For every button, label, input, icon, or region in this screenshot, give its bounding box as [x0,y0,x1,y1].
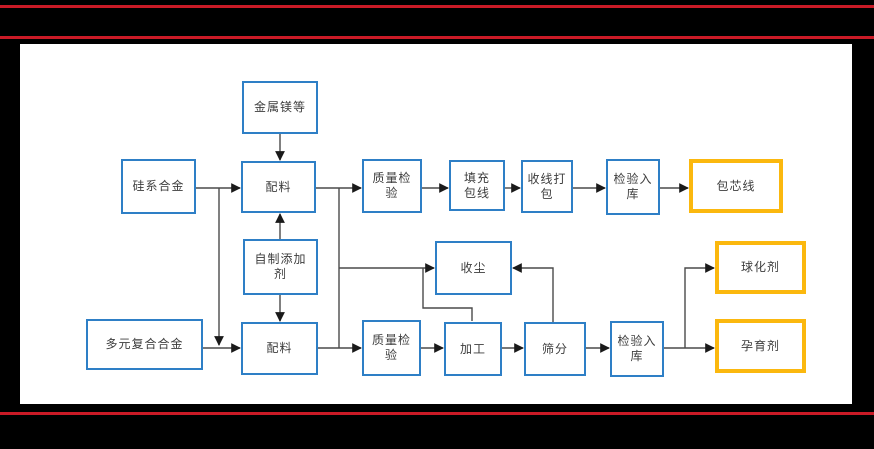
edge-layer [196,134,715,353]
node-label: 多元复合合金 [105,337,184,351]
red-rule-middle [0,36,874,39]
node-label: 自制添加 剂 [254,252,307,281]
node-label: 金属镁等 [253,100,306,114]
edge-screening-to-dust [512,263,554,323]
node-label: 填充 包线 [463,170,490,200]
node-label: 质量检 验 [371,333,411,362]
node-screening: 筛分 [524,322,586,376]
node-nodularizer-product: 球化剂 [715,241,806,294]
edge-processing-to-dust-line [422,268,473,321]
node-quality-inspection-top: 质量检 验 [362,159,422,213]
node-label: 筛分 [541,341,568,356]
node-filling-wrapping: 填充 包线 [449,160,505,211]
node-label: 配料 [266,341,293,355]
node-inspection-warehousing-top: 检验入 库 [606,159,660,215]
edge-warehouse-bottom-to-nodularizer [684,263,715,348]
node-label: 质量检 验 [372,171,412,200]
node-inspection-warehousing-bottom: 检验入 库 [610,321,664,377]
node-self-made-additive: 自制添加 剂 [243,239,318,295]
node-batching-top: 配料 [241,161,316,213]
node-inoculant-product: 孕育剂 [715,319,806,373]
node-coiling-packing: 收线打 包 [521,160,573,213]
node-processing: 加工 [444,322,502,376]
node-batching-bottom: 配料 [241,322,318,375]
node-label: 检验入 库 [613,172,653,201]
node-label: 球化剂 [740,260,780,274]
node-dust-collection: 收尘 [435,241,512,295]
node-label: 收线打 包 [527,171,567,201]
node-label: 包芯线 [716,178,756,193]
node-label: 加工 [459,341,486,356]
node-cored-wire-product: 包芯线 [689,159,783,213]
node-label: 硅系合金 [132,179,185,193]
node-quality-inspection-bottom: 质量检 验 [362,320,421,376]
node-multi-element-alloy: 多元复合合金 [86,319,203,370]
node-label: 收尘 [460,260,487,275]
node-label: 检验入 库 [617,334,657,363]
node-silicon-alloy: 硅系合金 [121,159,196,214]
node-label: 孕育剂 [740,338,780,353]
node-metal-magnesium: 金属镁等 [242,81,318,134]
red-rule-bottom [0,412,874,415]
red-rule-top [0,5,874,8]
node-label: 配料 [265,179,292,194]
flowchart-canvas: 金属镁等 硅系合金 配料 质量检 验 填充 包线 收线打 包 检验入 库 包芯线… [20,44,852,404]
